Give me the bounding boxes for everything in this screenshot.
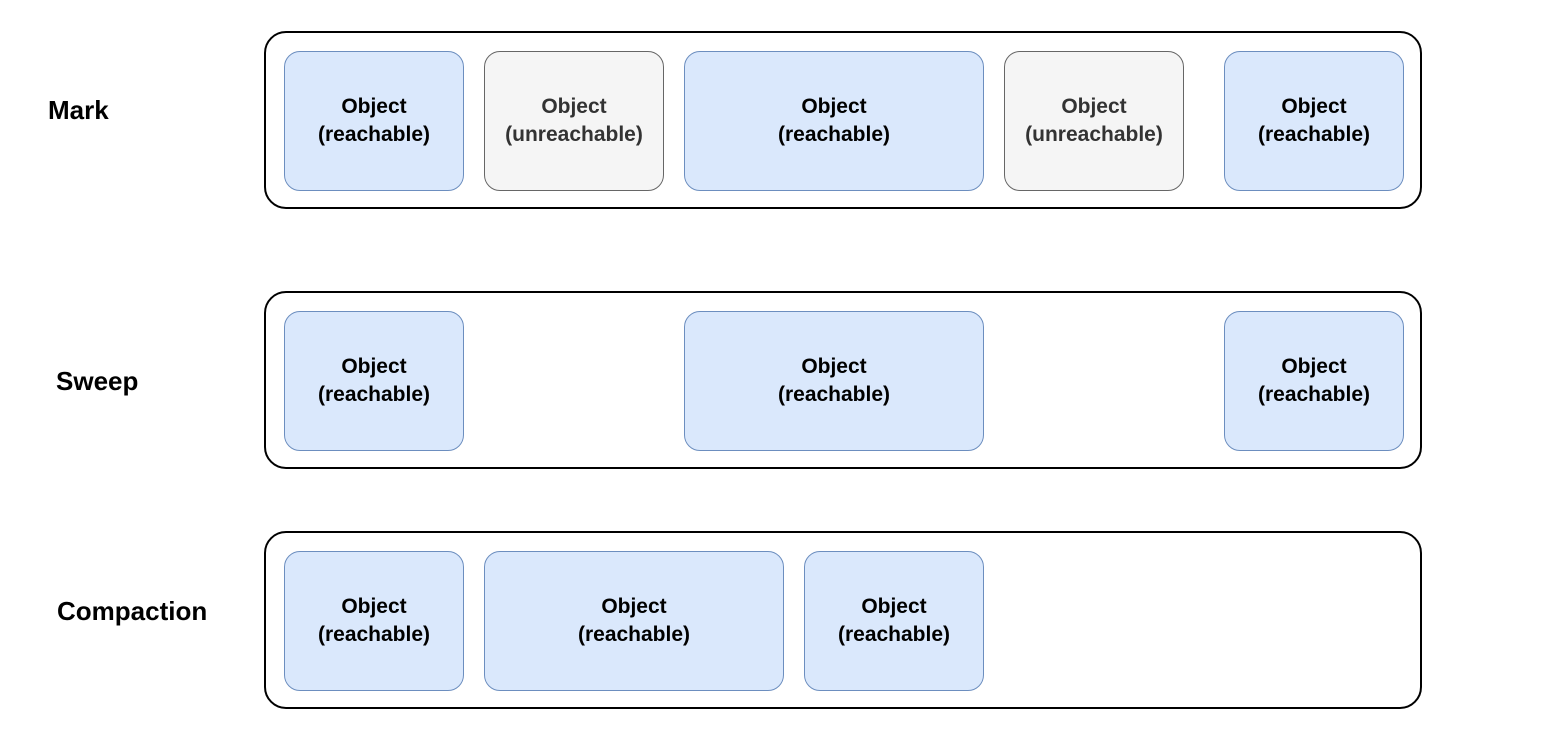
object-reachable: Object (reachable) (484, 551, 784, 691)
object-unreachable: Object (unreachable) (1004, 51, 1184, 191)
object-state: (reachable) (837, 623, 951, 646)
object-reachable: Object (reachable) (804, 551, 984, 691)
object-title: Object (541, 95, 607, 118)
object-reachable: Object (reachable) (684, 51, 984, 191)
object-unreachable: Object (unreachable) (484, 51, 664, 191)
object-state: (reachable) (777, 123, 891, 146)
heap-compaction: Object (reachable) Object (reachable) Ob… (264, 531, 1422, 709)
object-state: (reachable) (317, 383, 431, 406)
object-state: (reachable) (1257, 123, 1371, 146)
phase-label-sweep: Sweep (56, 366, 139, 396)
object-state: (reachable) (777, 383, 891, 406)
object-reachable: Object (reachable) (284, 51, 464, 191)
object-title: Object (601, 595, 667, 618)
phase-label-compaction: Compaction (57, 596, 208, 626)
object-title: Object (801, 355, 867, 378)
object-title: Object (861, 595, 927, 618)
heap-mark: Object (reachable) Object (unreachable) … (264, 31, 1422, 209)
object-title: Object (1281, 355, 1347, 378)
object-reachable: Object (reachable) (684, 311, 984, 451)
object-reachable: Object (reachable) (1224, 51, 1404, 191)
phase-label-mark: Mark (48, 95, 109, 125)
object-title: Object (1061, 95, 1127, 118)
object-title: Object (341, 95, 407, 118)
heap-sweep: Object (reachable) Object (reachable) Ob… (264, 291, 1422, 469)
object-state: (reachable) (577, 623, 691, 646)
object-reachable: Object (reachable) (284, 311, 464, 451)
object-reachable: Object (reachable) (1224, 311, 1404, 451)
object-reachable: Object (reachable) (284, 551, 464, 691)
object-title: Object (341, 595, 407, 618)
object-title: Object (1281, 95, 1347, 118)
object-state: (reachable) (317, 623, 431, 646)
object-title: Object (341, 355, 407, 378)
object-state: (unreachable) (505, 123, 643, 146)
object-state: (reachable) (317, 123, 431, 146)
object-state: (reachable) (1257, 383, 1371, 406)
object-title: Object (801, 95, 867, 118)
object-state: (unreachable) (1025, 123, 1163, 146)
